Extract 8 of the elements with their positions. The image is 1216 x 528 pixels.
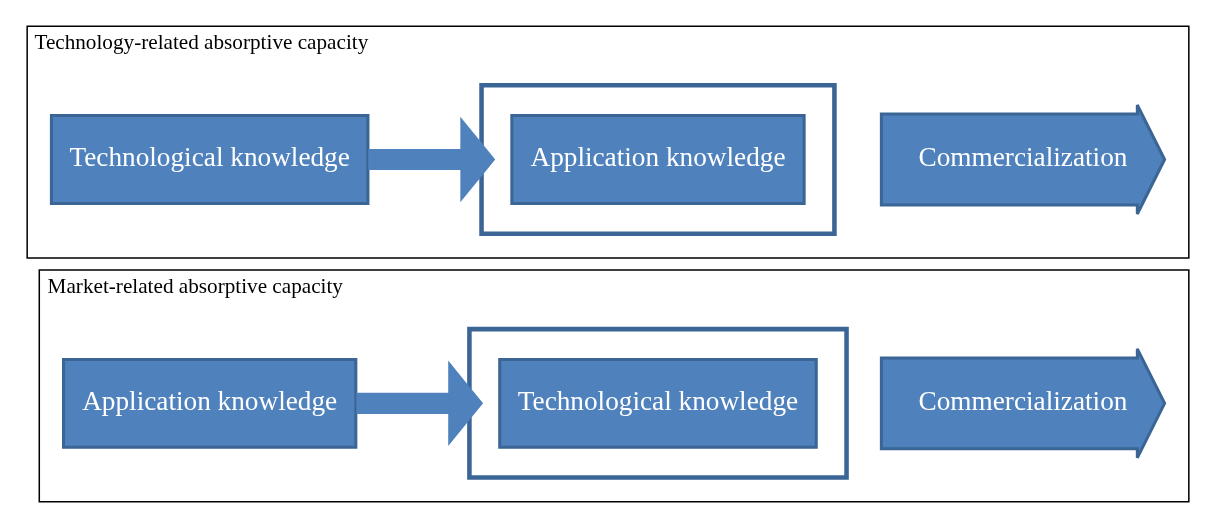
cluster bbox=[467, 326, 849, 480]
node-box: Technological knowledge bbox=[498, 357, 818, 449]
arrow bbox=[368, 116, 496, 203]
node-box: Application knowledge bbox=[510, 114, 806, 205]
cluster bbox=[479, 83, 837, 236]
node-box: Technological knowledge bbox=[49, 114, 370, 205]
node-box: Application knowledge bbox=[62, 357, 358, 449]
arrow bbox=[356, 360, 484, 447]
